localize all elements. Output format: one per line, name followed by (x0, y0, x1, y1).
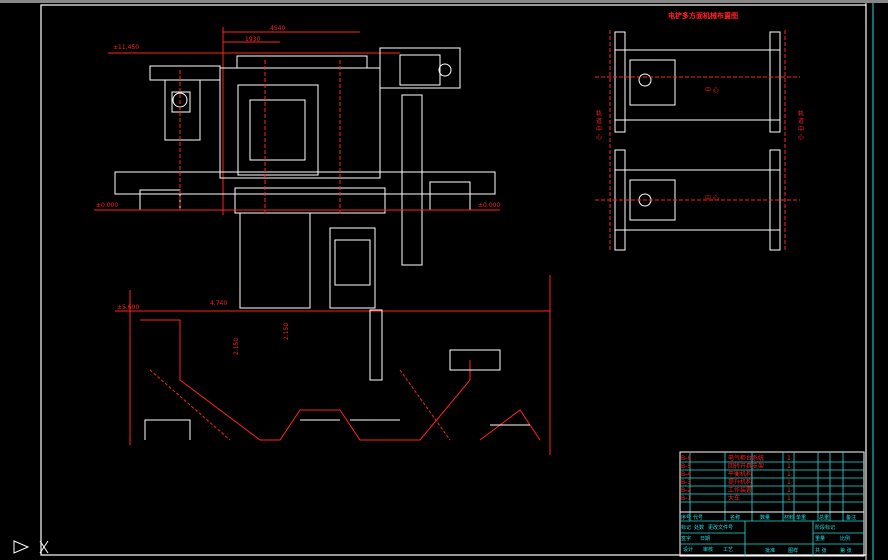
level-lower: ±5.600 (117, 304, 139, 311)
drawing-title: 电铲多方面机械布置图 (668, 11, 738, 20)
parts-name: 回转开具支架 (728, 462, 764, 470)
viewport-top-border (0, 0, 888, 3)
parts-code: B-6 (681, 455, 691, 462)
ucs-icon (13, 540, 49, 554)
parts-qty: 1 (787, 471, 791, 478)
dim-height-lower: 2.150 (233, 338, 240, 355)
parts-code: B-1 (681, 495, 691, 502)
rev-sign: 签字 (681, 535, 691, 542)
parts-name: 平衡机构 (728, 470, 752, 478)
dim-depth-mid: 2.150 (283, 323, 290, 340)
level-rail-left: ±0.000 (96, 202, 118, 209)
parts-name: 电气柜台系统 (728, 454, 764, 462)
plan-view-lower (595, 149, 800, 251)
label-design: 设计 (683, 546, 693, 553)
parts-row: B-4 平衡机构 1 (681, 470, 791, 478)
label-weight: 重量 (815, 535, 825, 542)
level-rail-right: ±0.000 (478, 202, 500, 209)
parts-row: B-6 电气柜台系统 1 (681, 454, 791, 462)
header-seq: 序号 (681, 514, 691, 521)
label-stage: 阶段标记 (815, 524, 835, 531)
parts-name: 提升机构 (728, 478, 752, 486)
parts-qty: 1 (787, 463, 791, 470)
header-code: 代号 (693, 514, 703, 521)
header-qty: 数量 (760, 514, 770, 521)
label-sheets-total: 共 张 (815, 547, 827, 554)
rev-doc: 更改文件号 (708, 524, 733, 531)
parts-row: B-3 提升机构 1 (681, 478, 791, 486)
machine-elevation (94, 27, 500, 309)
dim-top-partial: 1930 (245, 36, 260, 43)
parts-code: B-5 (681, 463, 691, 470)
header-name: 名称 (730, 514, 740, 521)
rev-date: 日期 (700, 536, 710, 542)
plan-upper-center-label: 中 心 (705, 86, 719, 94)
rev-count: 处数 (694, 524, 704, 531)
label-scale: 比例 (840, 535, 850, 542)
foundation-section (115, 275, 551, 455)
rev-mark: 标记 (681, 524, 691, 531)
plan-lower-center-label: 中 心 (705, 194, 719, 202)
parts-row: B-5 回转开具支架 1 (681, 462, 791, 470)
dim-top-overall: 4540 (270, 25, 285, 32)
parts-name: 大车 (728, 494, 740, 502)
parts-qty: 1 (787, 487, 791, 494)
parts-row: B-2 工作装置 1 (681, 486, 791, 494)
header-material: 材料 (784, 514, 794, 521)
label-sheet-no: 第 张 (840, 547, 852, 554)
plan-view-upper (595, 30, 800, 250)
parts-row: B-1 大车 1 (681, 494, 791, 502)
revision-block: 标记 处数 更改文件号 签字 日期 设计 审核 工艺 批准 图样 阶段标记 重量… (681, 524, 852, 554)
parts-qty: 1 (787, 479, 791, 486)
dim-span-lower: 4.740 (210, 300, 227, 307)
label-drawing: 图样 (788, 547, 798, 554)
parts-qty: 1 (787, 455, 791, 462)
parts-code: B-4 (681, 471, 691, 478)
parts-qty: 1 (787, 495, 791, 502)
plan-right-label: 轨 道 中 心 (797, 109, 804, 140)
parts-code: B-2 (681, 487, 691, 494)
header-total-weight: 总重 (819, 514, 829, 521)
level-top: ±11.450 (113, 44, 139, 51)
parts-list-header: 序号 代号 名称 数量 材料 单重 总重 备注 (681, 514, 856, 521)
header-unit-weight: 单重 (796, 514, 806, 521)
parts-code: B-3 (681, 479, 691, 486)
title-block (679, 451, 865, 557)
parts-name: 工作装置 (728, 486, 752, 494)
label-review: 审核 (703, 546, 713, 553)
label-approve: 批准 (765, 547, 775, 554)
plan-left-label: 轨 道 中 心 (595, 109, 602, 140)
label-process: 工艺 (723, 547, 733, 553)
header-remarks: 备注 (846, 514, 856, 521)
